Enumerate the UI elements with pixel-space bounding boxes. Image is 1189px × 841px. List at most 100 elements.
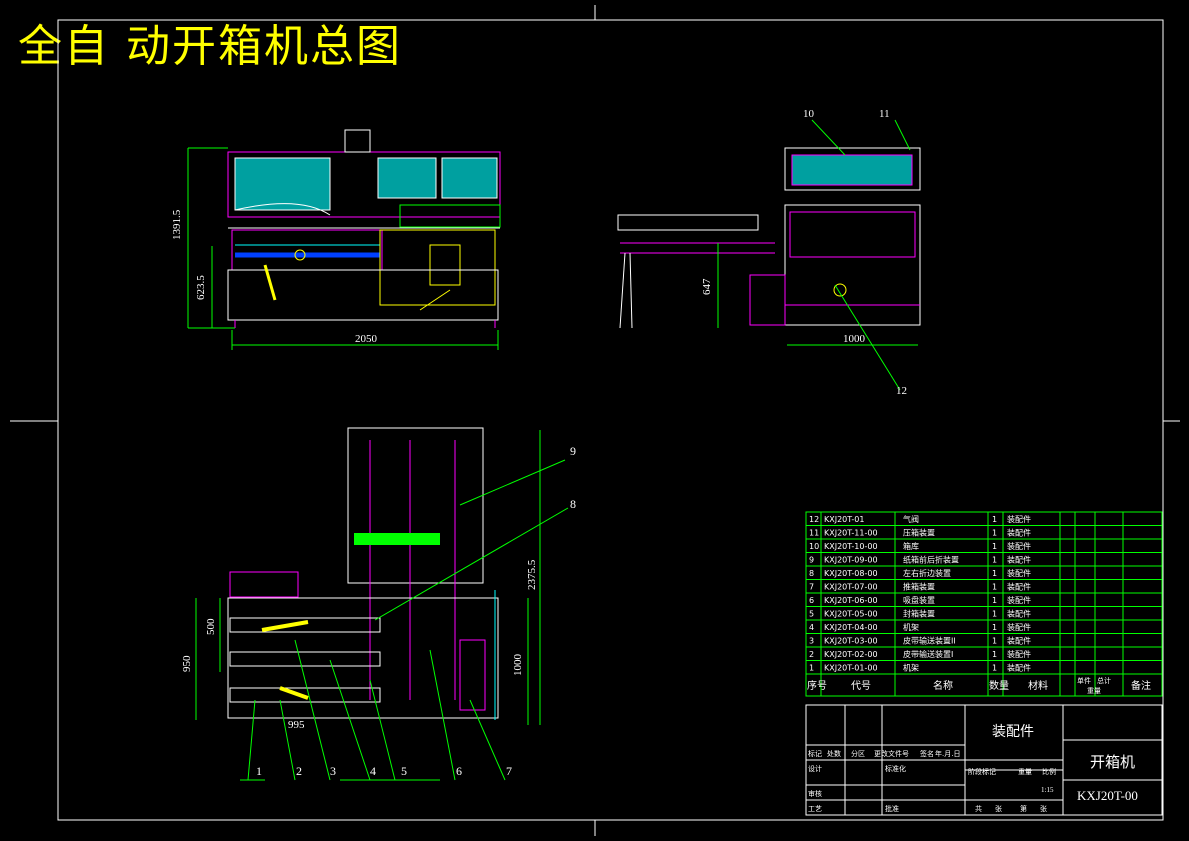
- svg-text:处数: 处数: [827, 749, 841, 758]
- balloon-10: 10: [803, 108, 815, 120]
- parts-cell-code: KXJ20T-07-00: [824, 583, 878, 592]
- svg-text:更改文件号: 更改文件号: [874, 749, 909, 758]
- svg-text:签名: 签名: [920, 749, 934, 758]
- balloon-11: 11: [879, 108, 890, 120]
- title-machine: 开箱机: [1090, 753, 1135, 771]
- dim-plan-1000: 1000: [512, 654, 524, 677]
- dim-plan-height: 2375.5: [526, 559, 538, 590]
- svg-text:标记: 标记: [808, 749, 822, 758]
- parts-cell-name: 左右折边装置: [903, 568, 951, 578]
- parts-cell-no: 3: [809, 637, 814, 646]
- parts-cell-qty: 1: [992, 529, 997, 538]
- parts-cell-qty: 1: [992, 583, 997, 592]
- parts-cell-no: 8: [809, 569, 814, 578]
- svg-text:审核: 审核: [808, 789, 822, 798]
- parts-cell-no: 7: [809, 583, 814, 592]
- parts-cell-code: KXJ20T-05-00: [824, 610, 878, 619]
- parts-cell-name: 吸盘装置: [903, 595, 935, 605]
- side-view: [617, 119, 921, 391]
- title-scale: 1:15: [1041, 786, 1054, 794]
- parts-cell-mat: 装配件: [1007, 555, 1031, 565]
- svg-text:重量: 重量: [1018, 768, 1032, 776]
- parts-header-w2: 总计: [1097, 676, 1111, 685]
- balloon-3: 3: [330, 764, 336, 778]
- parts-cell-qty: 1: [992, 542, 997, 551]
- parts-cell-name: 机架: [903, 663, 919, 673]
- svg-text:张: 张: [995, 804, 1002, 813]
- drawing-frame: [10, 5, 1180, 836]
- parts-header-code: 代号: [851, 680, 871, 692]
- parts-cell-name: 纸箱前后折装置: [903, 555, 959, 565]
- parts-header-no: 序号: [807, 679, 827, 692]
- parts-cell-code: KXJ20T-08-00: [824, 569, 878, 578]
- front-view: [187, 129, 501, 350]
- parts-cell-no: 11: [809, 529, 819, 538]
- parts-cell-name: 压箱装置: [903, 528, 935, 538]
- parts-cell-no: 9: [809, 556, 814, 565]
- parts-cell-mat: 装配件: [1007, 636, 1031, 646]
- dim-front-lower: 623.5: [195, 275, 207, 300]
- parts-cell-code: KXJ20T-03-00: [824, 637, 878, 646]
- parts-cell-qty: 1: [992, 637, 997, 646]
- parts-cell-name: 箱库: [903, 541, 919, 551]
- parts-cell-code: KXJ20T-10-00: [824, 542, 878, 551]
- parts-cell-name: 气阀: [903, 514, 919, 524]
- parts-cell-code: KXJ20T-01-00: [824, 664, 878, 673]
- parts-cell-qty: 1: [992, 664, 997, 673]
- svg-text:比例: 比例: [1042, 767, 1056, 776]
- balloon-1: 1: [256, 764, 262, 778]
- parts-cell-code: KXJ20T-11-00: [824, 529, 878, 538]
- dim-plan-950: 950: [181, 655, 193, 672]
- svg-text:工艺: 工艺: [808, 805, 822, 813]
- parts-cell-no: 4: [809, 623, 814, 632]
- title-block: [805, 704, 1163, 816]
- parts-cell-no: 5: [809, 610, 814, 619]
- svg-text:张: 张: [1040, 804, 1047, 813]
- balloon-8: 8: [570, 497, 576, 511]
- dim-plan-995: 995: [288, 719, 305, 731]
- parts-cell-name: 推箱装置: [903, 582, 935, 592]
- parts-cell-code: KXJ20T-01: [824, 515, 864, 524]
- svg-text:第: 第: [1020, 804, 1027, 813]
- parts-cell-code: KXJ20T-06-00: [824, 596, 878, 605]
- parts-header-qty: 数量: [989, 679, 1009, 692]
- parts-cell-no: 10: [809, 542, 819, 551]
- parts-cell-no: 2: [809, 650, 814, 659]
- svg-text:设计: 设计: [808, 764, 822, 773]
- parts-header-name: 名称: [933, 679, 953, 692]
- svg-text:阶段标记: 阶段标记: [968, 767, 996, 776]
- parts-cell-code: KXJ20T-02-00: [824, 650, 878, 659]
- balloon-5: 5: [401, 764, 407, 778]
- parts-cell-qty: 1: [992, 623, 997, 632]
- title-drawing-no: KXJ20T-00: [1077, 788, 1138, 803]
- parts-cell-mat: 装配件: [1007, 541, 1031, 551]
- plan-view: [195, 427, 569, 781]
- parts-cell-mat: 装配件: [1007, 609, 1031, 619]
- parts-cell-name: 封箱装置: [903, 609, 935, 619]
- svg-text:分区: 分区: [851, 749, 865, 758]
- parts-cell-no: 1: [809, 664, 814, 673]
- balloon-7: 7: [506, 764, 512, 778]
- title-assembly: 装配件: [992, 724, 1034, 740]
- parts-header-w1: 单件: [1077, 676, 1091, 685]
- title-labels: 标记 处数 分区 更改文件号 签名 年.月.日 设计 标准化 审核 工艺 批准 …: [808, 749, 1056, 813]
- dim-front-width: 2050: [355, 333, 378, 345]
- balloon-9: 9: [570, 444, 576, 458]
- dim-side-width: 1000: [843, 333, 866, 345]
- balloon-12: 12: [896, 385, 907, 397]
- parts-cell-qty: 1: [992, 650, 997, 659]
- parts-header-note: 备注: [1131, 679, 1151, 692]
- balloon-2: 2: [296, 764, 302, 778]
- parts-cell-mat: 装配件: [1007, 649, 1031, 659]
- parts-cell-qty: 1: [992, 556, 997, 565]
- parts-header-weight: 重量: [1087, 687, 1101, 695]
- parts-cell-code: KXJ20T-04-00: [824, 623, 878, 632]
- svg-text:批准: 批准: [885, 804, 899, 813]
- parts-cell-name: 机架: [903, 622, 919, 632]
- parts-cell-no: 6: [809, 596, 814, 605]
- parts-cell-code: KXJ20T-09-00: [824, 556, 878, 565]
- parts-cell-mat: 装配件: [1007, 595, 1031, 605]
- parts-cell-mat: 装配件: [1007, 622, 1031, 632]
- parts-cell-qty: 1: [992, 515, 997, 524]
